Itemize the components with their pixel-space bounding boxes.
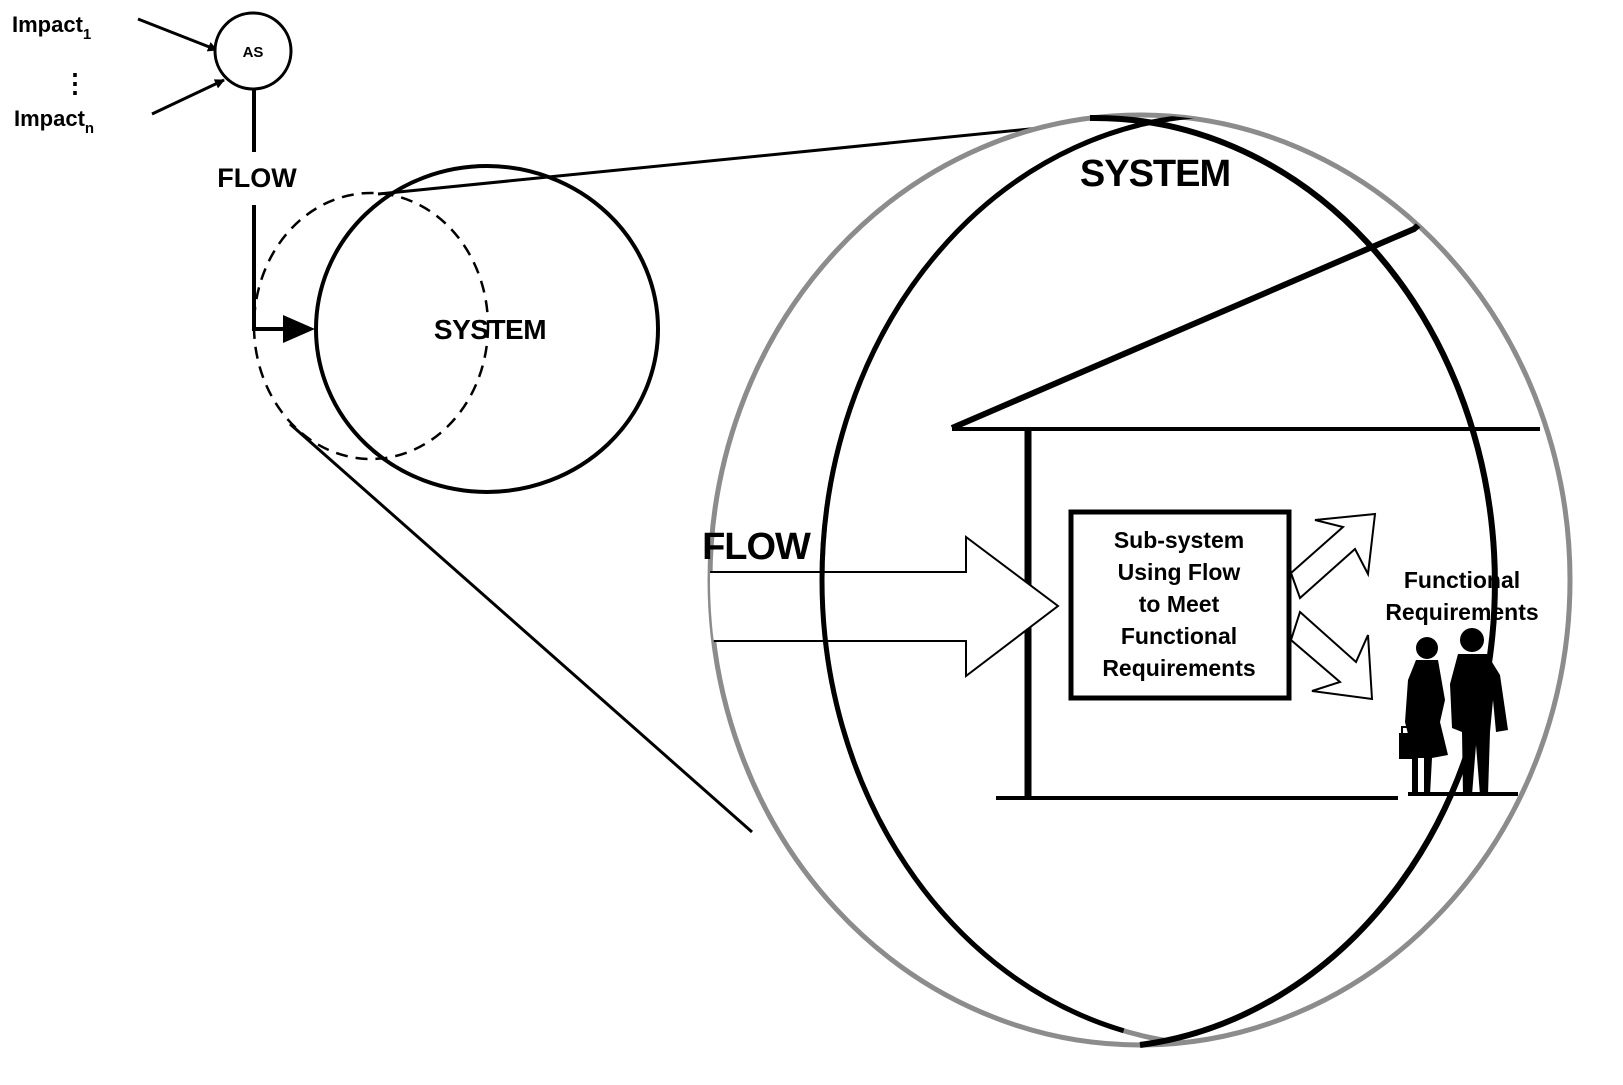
zoom-line-top xyxy=(377,116,1141,196)
svg-text:Requirements: Requirements xyxy=(1385,599,1538,625)
impact-n-arrow xyxy=(151,78,225,116)
flow-label-small: FLOW xyxy=(217,163,297,193)
zoom-line-bottom xyxy=(289,422,753,834)
subsystem-text: Sub-system Using Flow to Meet Functional… xyxy=(1102,527,1255,681)
as-node: AS xyxy=(213,11,293,91)
impact-1-label: Impact1 xyxy=(12,12,91,43)
output-arrow-lower xyxy=(1289,610,1374,701)
svg-text:Impactn: Impactn xyxy=(14,106,94,137)
system-label-small: SYSTEM xyxy=(434,314,546,345)
briefcase-icon xyxy=(1399,726,1412,759)
svg-text:Sub-system: Sub-system xyxy=(1114,527,1244,553)
system-circle-small xyxy=(314,164,660,494)
subsystem-box xyxy=(1068,509,1292,701)
flow-big-arrow xyxy=(710,535,1060,679)
lens-inner-black-arc xyxy=(819,115,1570,1045)
flow-arrowhead xyxy=(283,315,315,343)
svg-text:Using Flow: Using Flow xyxy=(1118,559,1241,585)
lens-black-arc xyxy=(1089,114,1498,1048)
flow-connector-arrow xyxy=(252,205,288,331)
system-dashed-circle xyxy=(252,191,490,461)
svg-text:Requirements: Requirements xyxy=(1102,655,1255,681)
system-label-big: SYSTEM xyxy=(1080,153,1230,195)
flow-label-big: FLOW xyxy=(702,526,811,568)
svg-text:Impact1: Impact1 xyxy=(12,12,91,43)
svg-text:Functional: Functional xyxy=(1121,623,1237,649)
svg-text:Functional: Functional xyxy=(1404,567,1520,593)
impact-n-label: Impactn xyxy=(14,106,94,137)
svg-text:AS: AS xyxy=(243,44,264,61)
impact-1-arrow xyxy=(137,17,218,52)
output-arrow-upper xyxy=(1289,512,1377,600)
functional-requirements-label: Functional Requirements xyxy=(1385,567,1538,625)
svg-text:to Meet: to Meet xyxy=(1139,591,1220,617)
impact-ellipsis: ⋮ xyxy=(62,68,88,98)
